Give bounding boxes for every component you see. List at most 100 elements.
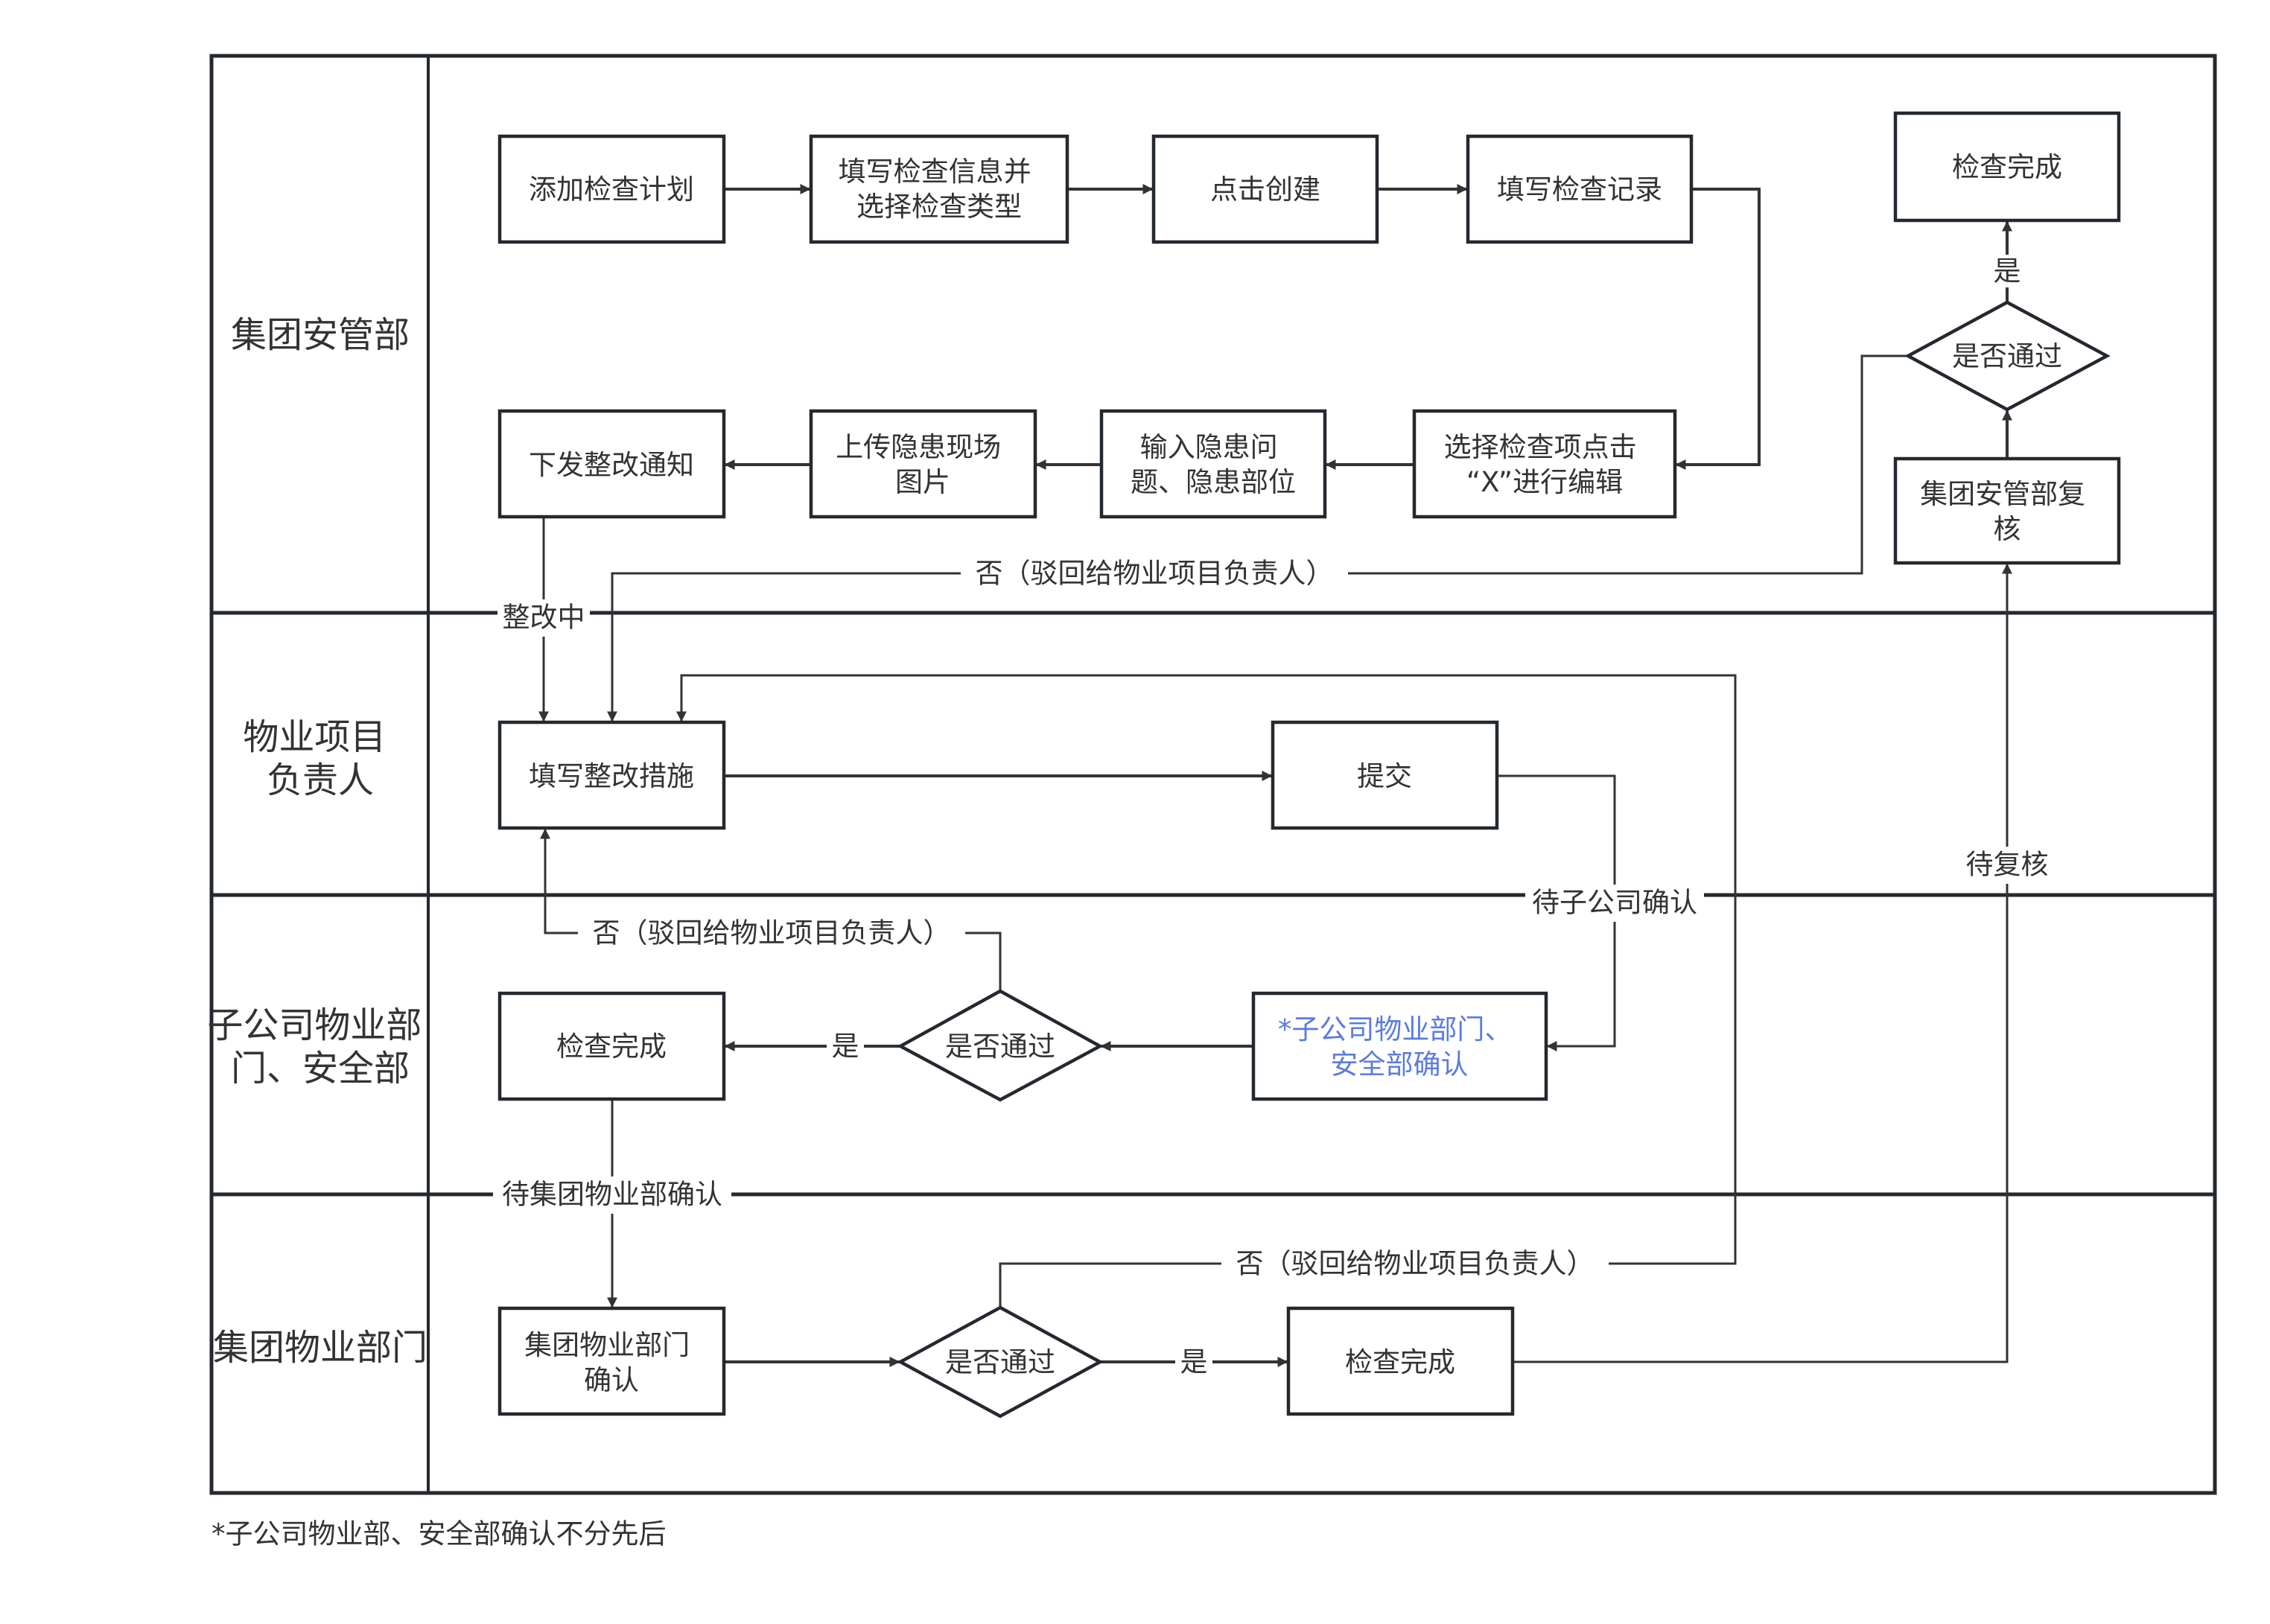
lane-label-subsidiary: 子公司物业部 门、安全部 [207, 1004, 433, 1089]
label-bg [1990, 255, 2024, 287]
svg-text:是否通过: 是否通过 [945, 1346, 1055, 1378]
lane-label-group-property: 集团物业部门 [213, 1327, 427, 1369]
edges [538, 184, 2012, 1367]
node-label: 是否通过 [945, 1031, 1055, 1063]
edge-label-pending-sub: 待子公司确认 [1532, 887, 1697, 919]
node-label: 输入隐患问 [1140, 431, 1278, 463]
node-label: 图片 [895, 466, 950, 498]
process-box [1893, 456, 2121, 565]
svg-text:填写检查记录: 填写检查记录 [1497, 173, 1662, 206]
svg-text:集团物业部门 确认: 集团物业部门 确认 [524, 1329, 699, 1396]
lane-label-group-safety: 集团安管部 [231, 314, 410, 356]
lane-label-line: 集团物业部门 [213, 1327, 427, 1369]
edge-label-pending-group: 待集团物业部确认 [502, 1179, 722, 1211]
node-label: 提交 [1357, 760, 1412, 792]
node-label: “X”进行编辑 [1466, 466, 1623, 498]
node-review[interactable]: 集团安管部复 核 [1893, 456, 2121, 565]
svg-text:检查完成: 检查完成 [556, 1031, 667, 1063]
lane-label-line: 负责人 [267, 760, 374, 801]
node-label: 确认 [584, 1364, 639, 1396]
svg-text:提交: 提交 [1357, 760, 1412, 792]
node-add-plan[interactable]: 添加检查计划 [497, 134, 726, 244]
svg-text:集团安管部复 核: 集团安管部复 核 [1920, 478, 2094, 545]
node-fill-record[interactable]: 填写检查记录 [1466, 134, 1694, 244]
node-group-confirm[interactable]: 集团物业部门 确认 [497, 1306, 726, 1416]
node-label: 选择检查类型 [856, 191, 1022, 223]
process-box [497, 409, 726, 519]
lane-labels: 集团安管部 物业项目 负责人 子公司物业部 门、安全部 集团物业部门 [207, 314, 433, 1369]
lane-label-line: 门、安全部 [231, 1048, 410, 1089]
label-bg [961, 555, 1348, 591]
svg-text:是否通过: 是否通过 [1952, 340, 2062, 372]
node-submit[interactable]: 提交 [1271, 720, 1499, 830]
node-label: 下发整改通知 [529, 449, 694, 481]
edge-record-to-select [1675, 188, 1761, 470]
node-upload-photo[interactable]: 上传隐患现场 图片 [809, 409, 1037, 519]
svg-text:填写检查信息并 选择检查类型: 填写检查信息并 选择检查类型 [839, 156, 1040, 223]
node-issue-notice[interactable]: 下发整改通知 [497, 409, 726, 519]
edge-labels: 整改中 否（驳回给物业项目负责人） 是 待子公司确认 待复核 否（驳回给物业项目… [493, 255, 2056, 1378]
svg-text:是否通过: 是否通过 [945, 1031, 1055, 1063]
node-label: 填写检查信息并 [839, 156, 1031, 188]
node-done-group[interactable]: 检查完成 [1286, 1306, 1515, 1416]
edge-reject-sub [540, 828, 1002, 991]
node-label: 检查完成 [556, 1031, 667, 1063]
node-label: 集团物业部门 [524, 1329, 690, 1361]
process-box [1099, 409, 1327, 519]
edge-reject-group [676, 674, 1737, 1308]
node-label: 安全部确认 [1331, 1048, 1469, 1080]
edge-label-yes-group: 是 [1180, 1346, 1208, 1378]
decision-diamond [1904, 300, 2111, 412]
outer-border [209, 54, 2217, 1495]
node-label: 题、隐患部位 [1131, 466, 1296, 498]
svg-text:点击创建: 点击创建 [1210, 173, 1320, 206]
node-label: 填写整改措施 [529, 760, 694, 792]
svg-text:上传隐患现场 图片: 上传隐患现场 图片 [836, 431, 1010, 498]
node-click-create[interactable]: 点击创建 [1151, 134, 1379, 244]
node-label: 检查完成 [1952, 151, 2062, 183]
node-done-sub[interactable]: 检查完成 [497, 991, 726, 1101]
svg-text:检查完成: 检查完成 [1952, 151, 2062, 183]
process-box [497, 134, 726, 244]
node-fill-info[interactable]: 填写检查信息并 选择检查类型 [809, 134, 1069, 244]
node-label: 上传隐患现场 [836, 431, 1001, 463]
label-bg [493, 1176, 731, 1214]
label-bg [578, 915, 965, 951]
node-label: 添加检查计划 [529, 173, 694, 206]
node-decision-group[interactable]: 是否通过 [897, 1305, 1104, 1418]
edge-label-rectifying: 整改中 [503, 602, 585, 634]
decision-diamond [897, 1305, 1104, 1418]
node-decision-top[interactable]: 是否通过 [1904, 300, 2111, 412]
lane-label-project-owner: 物业项目 负责人 [243, 716, 397, 801]
edge-label-reject-group: 否（驳回给物业项目负责人） [1236, 1248, 1595, 1280]
node-select-item[interactable]: 选择检查项点击 “X”进行编辑 [1412, 409, 1677, 519]
edge-label-yes-sub: 是 [832, 1031, 859, 1063]
node-label: 点击创建 [1210, 173, 1320, 206]
node-label: 填写检查记录 [1497, 173, 1662, 206]
node-input-hazard[interactable]: 输入隐患问 题、隐患部位 [1099, 409, 1327, 519]
process-box [497, 991, 726, 1101]
edge-done-group-to-review [1514, 563, 2012, 1363]
nodes: 添加检查计划 填写检查信息并 选择检查类型 点击创建 填写检查记录 选择检查项点… [497, 111, 2121, 1418]
process-box [809, 134, 1069, 244]
label-bg [1525, 885, 1704, 922]
svg-text:输入隐患问 题、隐患部位: 输入隐患问 题、隐患部位 [1131, 431, 1296, 498]
label-bg [497, 599, 590, 637]
process-box [497, 720, 726, 830]
node-label: 是否通过 [945, 1346, 1055, 1378]
node-sub-confirm[interactable]: *子公司物业部门、 安全部确认 [1251, 991, 1548, 1101]
node-done-top[interactable]: 检查完成 [1893, 111, 2121, 223]
edge-label-reject-top: 否（驳回给物业项目负责人） [976, 558, 1334, 590]
decision-diamond [897, 989, 1104, 1102]
process-box [1412, 409, 1677, 519]
process-box [1286, 1306, 1515, 1416]
process-box [1271, 720, 1499, 830]
node-decision-sub[interactable]: 是否通过 [897, 989, 1104, 1102]
footnote: *子公司物业部、安全部确认不分先后 [212, 1518, 667, 1550]
label-bg [827, 1030, 864, 1063]
svg-text:下发整改通知: 下发整改通知 [529, 449, 694, 481]
lane-label-line: 物业项目 [243, 716, 386, 758]
node-label: 核 [1994, 513, 2021, 545]
node-fill-measures[interactable]: 填写整改措施 [497, 720, 726, 830]
